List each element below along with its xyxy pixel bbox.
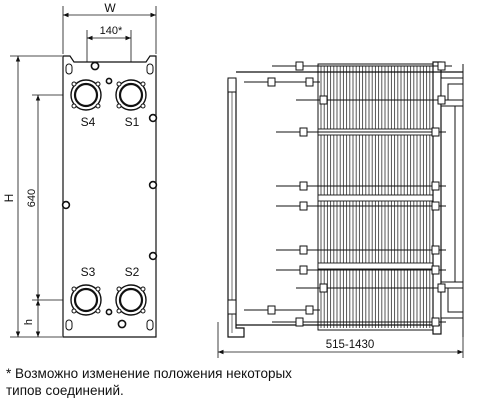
- front-view: W 140* H 640 h: [2, 1, 158, 338]
- bolt-nut: [299, 245, 308, 255]
- pipe-stubs: [227, 77, 237, 315]
- plate-pack-rail: [317, 194, 434, 202]
- corner-lugs: [65, 63, 154, 331]
- length-dimension: [217, 322, 464, 358]
- bolt-nut: [437, 61, 446, 71]
- bolt-nut: [299, 201, 308, 211]
- bolt-nut: [299, 127, 308, 137]
- pressure-plate: [432, 61, 442, 335]
- bolt-nut: [295, 317, 304, 327]
- fixed-frame: [227, 79, 245, 338]
- footnote-line-2: типов соединений.: [6, 383, 124, 398]
- bolt-nut: [431, 127, 440, 137]
- port-spacing-label: 140*: [100, 25, 123, 37]
- frame-plate: [62, 55, 157, 338]
- footnote-line-1: * Возможно изменение положения некоторых: [6, 366, 292, 381]
- bolt-nut: [267, 77, 276, 87]
- bolt-nut: [319, 283, 328, 293]
- bolt-nut: [437, 283, 446, 293]
- bolt-nut: [305, 77, 314, 87]
- width-label: W: [104, 1, 116, 15]
- plate-pack-rail: [317, 262, 434, 270]
- bolt-nut: [431, 245, 440, 255]
- footnote: * Возможно изменение положения некоторых…: [6, 365, 426, 399]
- height-dimension: [10, 55, 62, 338]
- length-range-label: 515-1430: [326, 339, 375, 351]
- port-s3-label: S3: [81, 265, 96, 279]
- heat-exchanger-drawing: W 140* H 640 h: [2, 1, 464, 358]
- port-s4-label: S4: [81, 115, 96, 129]
- port-s1: [115, 79, 147, 111]
- bolt-nut: [267, 305, 276, 315]
- bolt-nut: [319, 95, 328, 105]
- bolt-nut: [431, 181, 440, 191]
- support-column: [440, 77, 464, 319]
- port-s2-label: S2: [125, 265, 140, 279]
- height-label: H: [2, 194, 16, 203]
- port-s3: [70, 284, 102, 316]
- tie-bolts: [244, 61, 452, 327]
- port-s4: [70, 79, 102, 111]
- bolt-nut: [431, 317, 440, 327]
- port-s1-label: S1: [125, 115, 140, 129]
- port-s2: [115, 284, 147, 316]
- bolt-nut: [299, 265, 308, 275]
- bolt-nut: [299, 181, 308, 191]
- bolt-nut: [431, 265, 440, 275]
- plate-pack: [317, 63, 434, 331]
- bolt-holes: [61, 61, 158, 329]
- port-vertical-label: 640: [26, 189, 38, 207]
- bolt-nut: [295, 61, 304, 71]
- width-dimension: [62, 6, 157, 54]
- bottom-offset-label: h: [23, 319, 35, 325]
- side-view: 515-1430: [217, 61, 464, 358]
- bolt-nut: [431, 201, 440, 211]
- bolt-nut: [437, 95, 446, 105]
- bolt-nut: [305, 305, 314, 315]
